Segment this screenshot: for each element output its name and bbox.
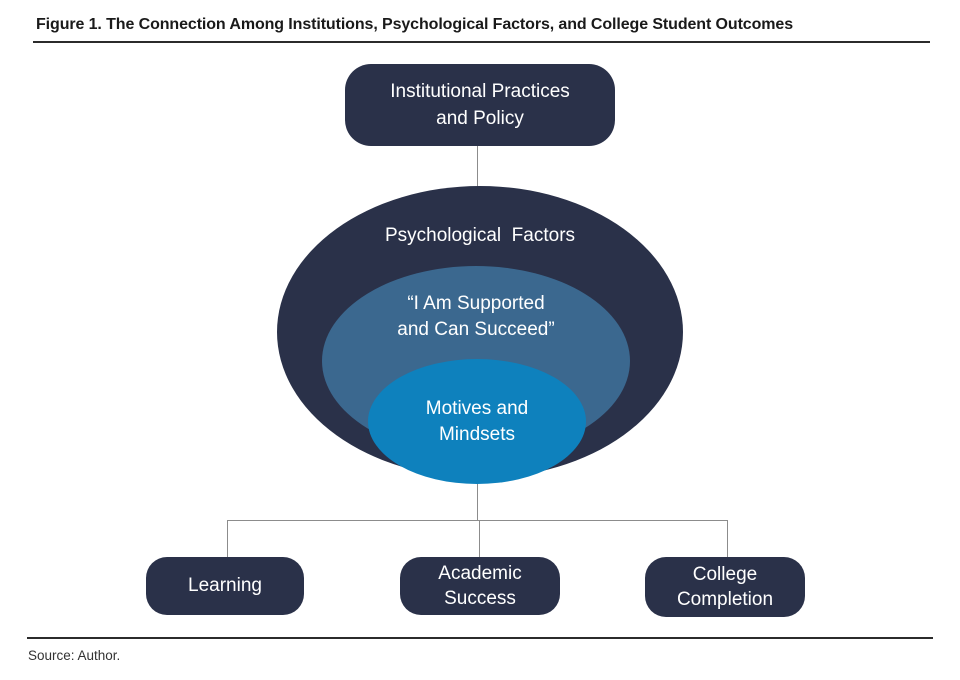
figure-title: Figure 1. The Connection Among Instituti… [36, 16, 793, 33]
connector-topbox-to-ellipse [477, 145, 478, 187]
connector-stub-learning [227, 520, 228, 558]
ellipse-motives-and-mindsets: Motives and Mindsets [368, 359, 586, 484]
node-institutional-practices-and-policy: Institutional Practices and Policy [345, 64, 615, 146]
label-psychological-factors: Psychological Factors [384, 225, 576, 246]
title-divider [33, 41, 930, 43]
connector-ellipse-to-branch [477, 480, 478, 520]
connector-stub-college-completion [727, 520, 728, 558]
node-college-completion: College Completion [645, 557, 805, 617]
node-learning: Learning [146, 557, 304, 615]
node-academic-success: Academic Success [400, 557, 560, 615]
connector-branch-horizontal [227, 520, 728, 521]
label-i-am-supported: “I Am Supported and Can Succeed” [397, 293, 555, 340]
label-motives-and-mindsets: Motives and Mindsets [425, 397, 529, 445]
source-note: Source: Author. [28, 648, 121, 663]
connector-stub-academic-success [479, 520, 480, 558]
source-divider [27, 637, 933, 639]
